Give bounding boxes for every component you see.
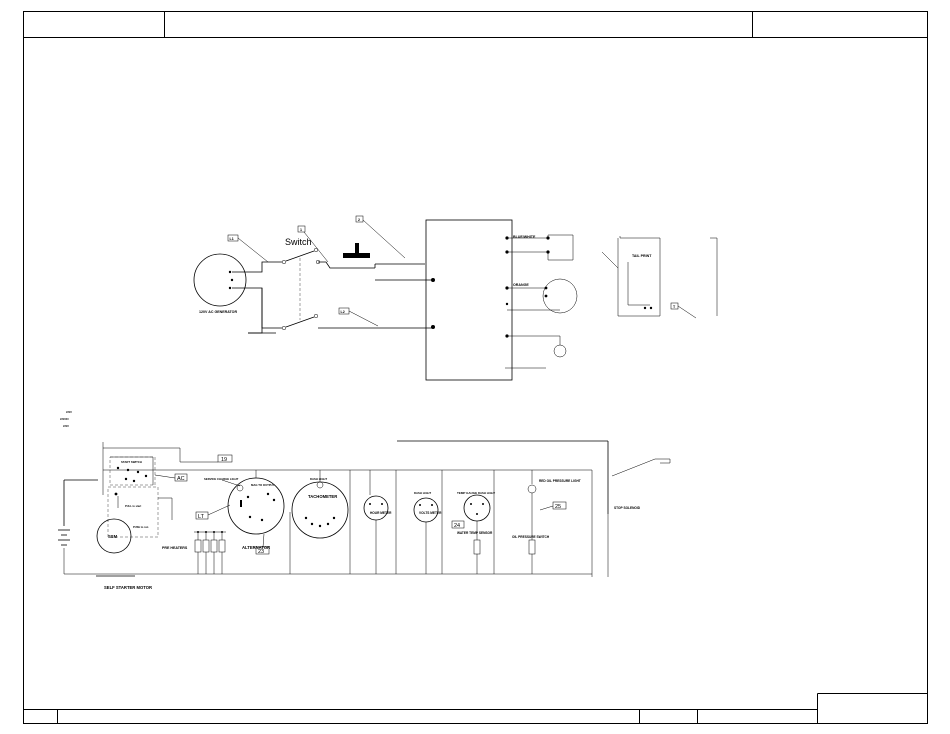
callout-24: 24 (454, 523, 460, 529)
callout-2: 2 (358, 218, 360, 222)
ac-generator-symbol (193, 253, 247, 307)
pull-to-start-label: PULL to start (125, 504, 141, 508)
start-switch-label: START SWITCH (121, 460, 142, 464)
pre-heater-1 (194, 539, 202, 553)
callout-1: 1 (300, 228, 302, 232)
volts-meter-symbol (413, 497, 439, 523)
red-oil-pressure-light-label: RED OIL PRESSURE LIGHT (539, 479, 581, 483)
stop-solenoid-label: STOP SOLENOID (614, 506, 641, 510)
switch-label: Switch (285, 237, 312, 247)
pre-heaters-label: PRE HEATERS (162, 546, 188, 550)
lamp-symbol (553, 344, 567, 358)
callout-t: T (673, 305, 676, 309)
hour-meter-label: HOUR METER (370, 511, 392, 515)
callout-lt: LT (198, 514, 205, 520)
blue-white-label: BLUE/WHITE (513, 235, 536, 239)
self-starter-motor-label: SELF STARTER MOTOR (104, 585, 152, 590)
pre-heater-4 (218, 539, 226, 553)
temp-gauge-label: TEMP GAUGE (457, 491, 477, 495)
ssm-motor-symbol (96, 518, 132, 554)
drawing-frame (23, 11, 928, 724)
tail-print-label: TAIL PRINT (632, 254, 652, 258)
orange-label: ORANGE (513, 283, 529, 287)
dash-light-2-label: DASH LIGHT (414, 491, 431, 495)
ac-generator-circuit: 120V AC GENERATOR L1 Switch 1 2 (193, 215, 718, 381)
legend: #### ###### #### (60, 410, 72, 428)
ac-generator-label: 120V AC GENERATOR (199, 310, 237, 314)
legend-1: #### (66, 410, 72, 414)
callout-ac: AC (177, 476, 185, 482)
service-charge-light-label: SERVICE CHARGE LIGHT (204, 477, 239, 481)
callout-25: 25 (555, 504, 561, 510)
pre-heater-3 (210, 539, 218, 553)
ssm-label: SSM (108, 534, 118, 539)
temp-gauge-symbol (463, 494, 491, 522)
hour-meter-symbol (363, 495, 389, 521)
dash-light-3-label: DASH LIGHT (478, 491, 495, 495)
junction-box (425, 219, 513, 381)
pre-heater-2 (202, 539, 210, 553)
oil-pressure-switch-label: OIL PRESSURE SWITCH (512, 535, 550, 539)
dash-light-1-label: DASH LIGHT (310, 477, 327, 481)
volts-meter-label: VOLTS METER (419, 511, 442, 515)
legend-2: ###### (60, 417, 69, 421)
engine-dc-circuit: START SWITCH 19 AC PULL to start PUSH to… (58, 440, 671, 590)
callout-19: 19 (221, 457, 227, 463)
tachometer-symbol (291, 481, 349, 539)
orange-load-symbol (542, 278, 578, 314)
tachometer-label: TACHOMETER (308, 494, 337, 499)
callout-l2: L2 (341, 310, 345, 314)
callout-23: 23 (258, 549, 264, 555)
push-to-run-label: PUSH to run (133, 525, 149, 529)
legend-3: #### (63, 424, 69, 428)
callout-l1: L1 (230, 237, 234, 241)
water-temp-sensor-label: WATER TEMP SENSOR (457, 531, 493, 535)
mag-to-output-label: MAG TO OUTPUT (251, 483, 275, 487)
